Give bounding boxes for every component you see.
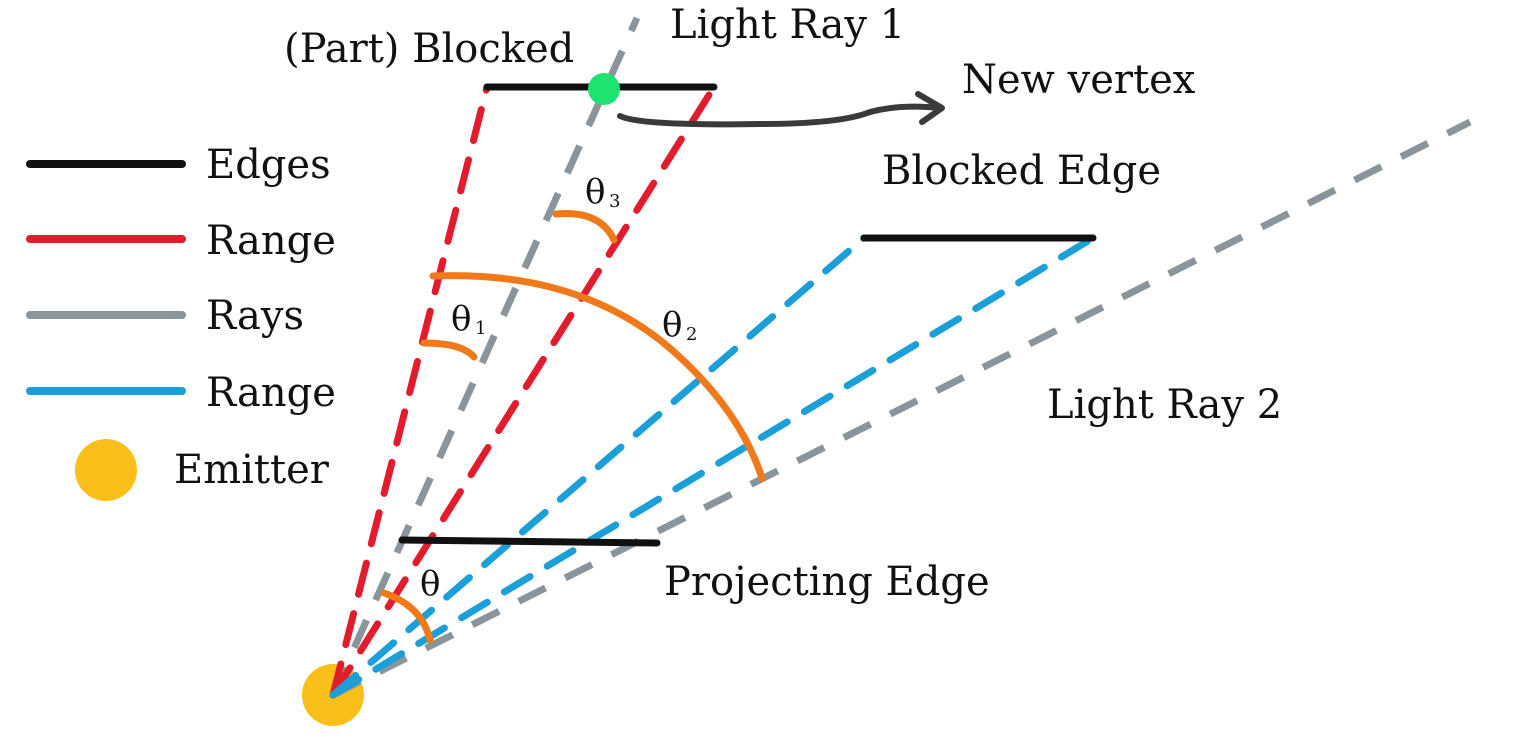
theta1-label: θ <box>451 299 471 339</box>
light-ray-2-line <box>331 118 1472 699</box>
theta3-label: θ <box>585 172 605 212</box>
theta2-subscript: 2 <box>686 324 697 345</box>
new-vertex-dot <box>588 73 620 105</box>
legend: Edges Range Rays Range Emitter <box>26 142 336 501</box>
theta2-label: θ <box>662 305 682 345</box>
blocked-edge-label: Blocked Edge <box>882 148 1161 194</box>
legend-label-rays: Rays <box>206 293 304 339</box>
theta1-arc <box>420 339 478 361</box>
theta3-subscript: 3 <box>609 191 620 212</box>
blue-range <box>329 234 1097 699</box>
red-range-left-line <box>329 83 491 699</box>
new-vertex-arrow-icon <box>617 91 945 128</box>
theta2-arc <box>429 272 766 482</box>
theta-label: θ <box>420 564 440 604</box>
legend-label-range-red: Range <box>206 218 336 264</box>
red-range-right-line <box>329 83 718 699</box>
legend-label-range-blue: Range <box>206 370 336 416</box>
legend-label-edges: Edges <box>206 142 331 188</box>
light-rays <box>329 16 1472 699</box>
new-vertex-label: New vertex <box>962 57 1196 103</box>
red-range <box>329 83 718 699</box>
light-ray-2-label: Light Ray 2 <box>1047 382 1282 428</box>
projecting-edge <box>398 536 661 547</box>
legend-label-emitter: Emitter <box>174 447 330 493</box>
angle-arcs <box>380 210 766 644</box>
blue-range-right-line <box>329 234 1097 699</box>
theta3-arc <box>552 210 618 244</box>
legend-emitter-dot-icon <box>75 439 137 501</box>
theta1-subscript: 1 <box>475 318 486 339</box>
light-ray-1-label: Light Ray 1 <box>670 2 905 48</box>
projecting-edge-label: Projecting Edge <box>664 559 990 605</box>
light-ray-1-line <box>329 16 641 697</box>
theta-arc <box>380 589 434 644</box>
part-blocked-label: (Part) Blocked <box>284 26 574 72</box>
